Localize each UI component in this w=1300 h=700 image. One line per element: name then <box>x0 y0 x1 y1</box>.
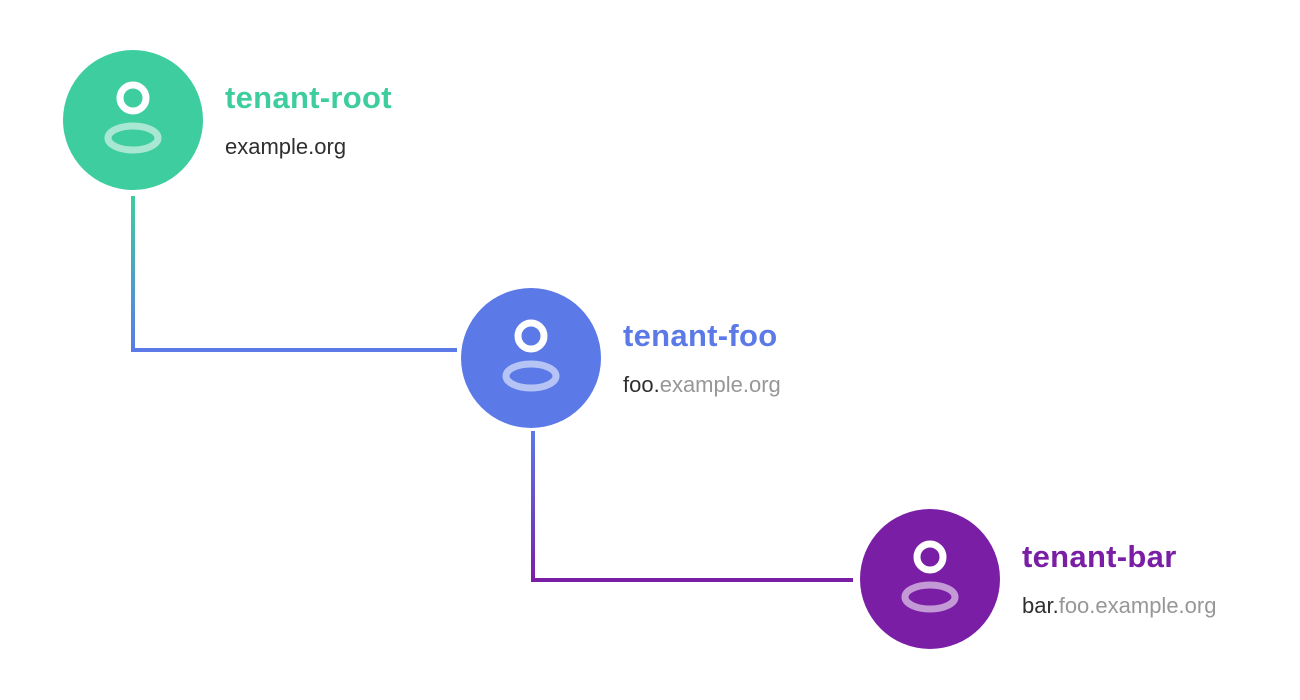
tenant-domain: foo.example.org <box>623 372 781 398</box>
tenant-name: tenant-bar <box>1022 539 1177 574</box>
connector-root-foo <box>131 196 457 352</box>
user-icon <box>502 319 560 392</box>
tenant-foo-avatar <box>461 288 601 428</box>
tenant-node-foo: tenant-foo foo.example.org <box>461 288 1061 428</box>
connector-root-foo-vertical <box>131 196 135 352</box>
connector-foo-bar-vertical <box>531 431 535 582</box>
connector-foo-bar-horizontal <box>531 578 853 582</box>
tenant-node-root: tenant-root example.org <box>63 50 663 190</box>
tenant-domain: example.org <box>225 134 346 160</box>
connector-foo-bar <box>531 431 853 582</box>
user-icon <box>901 540 959 613</box>
tenant-node-bar: tenant-bar bar.foo.example.org <box>860 509 1300 649</box>
tenant-domain-own: foo. <box>623 372 660 397</box>
tenant-domain-inherited: foo.example.org <box>1058 593 1217 618</box>
tenant-name: tenant-root <box>225 80 392 115</box>
tenant-name: tenant-foo <box>623 318 778 353</box>
connector-root-foo-horizontal <box>131 348 457 352</box>
tenant-domain-inherited: example.org <box>659 372 781 397</box>
user-icon <box>104 81 162 154</box>
tenant-bar-avatar <box>860 509 1000 649</box>
tenant-domain-own: example.org <box>225 134 347 159</box>
tenant-domain-own: bar. <box>1022 593 1059 618</box>
tenant-domain: bar.foo.example.org <box>1022 593 1216 619</box>
tenant-root-avatar <box>63 50 203 190</box>
